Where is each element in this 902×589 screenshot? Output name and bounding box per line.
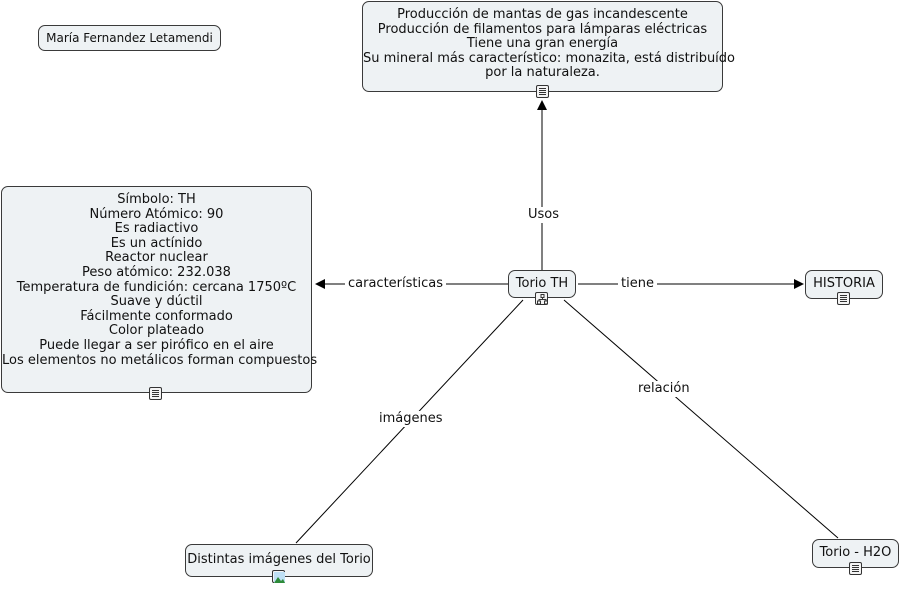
torio-th-label: Torio TH [515, 276, 569, 291]
link-label-imagenes: imágenes [376, 411, 446, 427]
link-label-relacion: relación [635, 381, 693, 397]
caracteristicas-line: Reactor nuclear [105, 250, 208, 266]
link-label-tiene: tiene [618, 276, 657, 292]
link-label-usos: Usos [525, 207, 563, 223]
caracteristicas-line: Es un actínido [110, 235, 203, 251]
author-label: María Fernandez Letamendi [46, 31, 213, 45]
document-icon[interactable] [837, 292, 850, 305]
usos-line: por la naturaleza. [485, 65, 600, 81]
caracteristicas-line: Número Atómico: 90 [89, 206, 224, 222]
usos-line: Producción de filamentos para lámparas e… [377, 21, 708, 37]
caracteristicas-line: Color plateado [108, 323, 205, 339]
caracteristicas-line: Símbolo: TH [117, 192, 196, 207]
link-label-caracteristicas: características [345, 276, 446, 292]
usos-line: Producción de mantas de gas incandescent… [397, 7, 688, 22]
caracteristicas-line: Suave y dúctil [110, 294, 203, 310]
caracteristicas-node[interactable]: Símbolo: TH Número Atómico: 90 Es radiac… [1, 186, 318, 393]
torio-h2o-label: Torio - H2O [819, 545, 892, 560]
caracteristicas-line: Puede llegar a ser pirófico en el aire [39, 337, 274, 353]
caracteristicas-line: Los elementos no metálicos forman compue… [2, 352, 318, 368]
caracteristicas-line: Fácilmente conformado [80, 308, 233, 324]
historia-label: HISTORIA [813, 276, 875, 291]
image-icon[interactable] [272, 570, 285, 583]
caracteristicas-line: Temperatura de fundición: cercana 1750ºC [16, 279, 297, 295]
author-node[interactable]: María Fernandez Letamendi [38, 25, 221, 51]
usos-line: Su mineral más característico: monazita,… [363, 50, 735, 66]
document-icon[interactable] [536, 85, 549, 98]
link-relacion [563, 299, 839, 539]
document-icon[interactable] [149, 387, 162, 400]
caracteristicas-line: Es radiactivo [114, 221, 199, 237]
imagenes-label: Distintas imágenes del Torio [187, 552, 371, 567]
document-icon[interactable] [849, 562, 862, 575]
usos-line: Tiene una gran energía [466, 36, 619, 52]
caracteristicas-line: Peso atómico: 232.038 [82, 264, 231, 280]
usos-node[interactable]: Producción de mantas de gas incandescent… [362, 1, 735, 92]
concept-map-icon[interactable] [535, 292, 548, 305]
